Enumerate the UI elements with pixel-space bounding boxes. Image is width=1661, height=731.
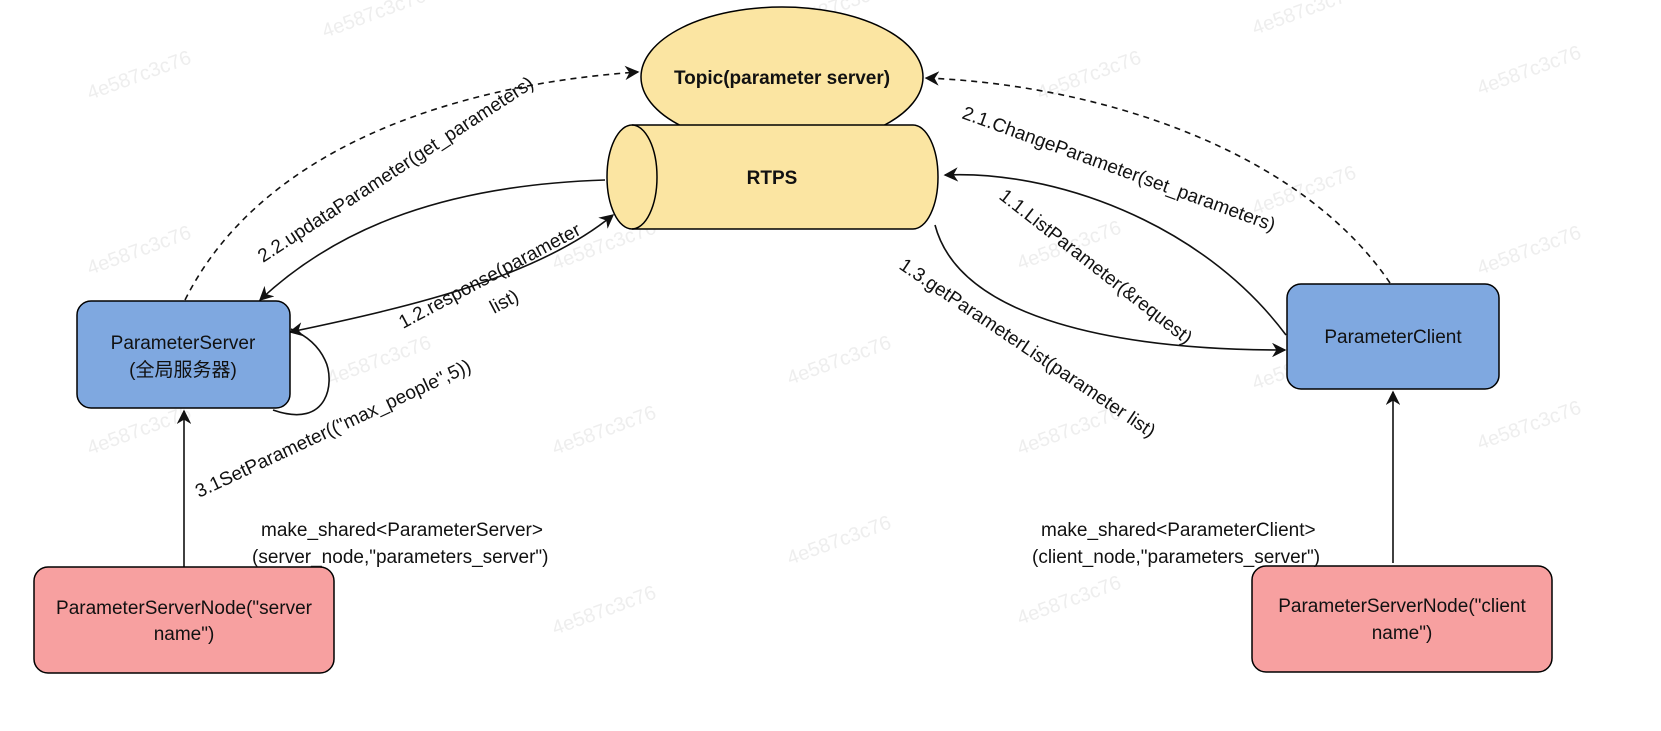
server-node[interactable]: ParameterServerNode("server name"): [33, 566, 335, 674]
edge-2-1-dashed[interactable]: [924, 71, 1391, 284]
watermark-text: 4e587c3c76: [1014, 572, 1124, 630]
topic-node[interactable]: Topic(parameter server): [640, 6, 924, 148]
watermark-text: 4e587c3c76: [84, 222, 194, 280]
edge-3-1-self-loop[interactable]: [272, 328, 330, 416]
label-make-client-line2: (client_node,"parameters_server"): [1032, 547, 1320, 568]
edge-1-1[interactable]: [943, 167, 1287, 336]
client-node-sublabel: name"): [1372, 623, 1433, 644]
edge-1-2[interactable]: [288, 214, 615, 337]
parameter-server-label: ParameterServer: [111, 333, 256, 354]
label-make-server-line2: (server_node,"parameters_server"): [252, 547, 549, 568]
connector-layer: [176, 65, 1401, 567]
watermark-text: 4e587c3c76: [1474, 222, 1584, 280]
watermark-text: 4e587c3c76: [1034, 47, 1144, 105]
parameter-client-label: ParameterClient: [1324, 327, 1462, 348]
label-make-client-line1: make_shared<ParameterClient>: [1041, 520, 1316, 541]
watermark-text: 4e587c3c76: [549, 582, 659, 640]
client-node[interactable]: ParameterServerNode("client name"): [1251, 565, 1553, 673]
watermark-text: 4e587c3c76: [549, 402, 659, 460]
watermark-text: 4e587c3c76: [784, 332, 894, 390]
rtps-label: RTPS: [747, 168, 798, 189]
client-node-label: ParameterServerNode("client: [1278, 596, 1526, 617]
edge-1-3[interactable]: [934, 224, 1287, 358]
server-node-sublabel: name"): [154, 624, 215, 645]
parameter-client-node[interactable]: ParameterClient: [1286, 283, 1500, 390]
label-1-2-line1: 1.2.response(parameter: [395, 219, 584, 333]
edge-2-2-dashed[interactable]: [184, 65, 640, 301]
parameter-server-node[interactable]: ParameterServer (全局服务器): [76, 300, 291, 409]
label-make-server-line1: make_shared<ParameterServer>: [261, 520, 543, 541]
topic-label: Topic(parameter server): [674, 68, 890, 89]
server-node-label: ParameterServerNode("server: [56, 598, 313, 619]
watermark-text: 4e587c3c76: [319, 0, 429, 43]
watermark-text: 4e587c3c76: [84, 47, 194, 105]
rtps-node[interactable]: RTPS: [606, 124, 939, 230]
parameter-server-sublabel: (全局服务器): [129, 359, 237, 381]
label-2-2: 2.2.updataParameter(get_parameters): [254, 73, 537, 267]
watermark-text: 4e587c3c76: [784, 512, 894, 570]
watermark-text: 4e587c3c76: [1249, 0, 1359, 40]
watermark-text: 4e587c3c76: [1474, 397, 1584, 455]
watermark-text: 4e587c3c76: [84, 402, 194, 460]
watermark-text: 4e587c3c76: [1474, 42, 1584, 100]
label-2-1: 2.1.ChangeParameter(set_parameters): [959, 103, 1278, 236]
label-1-2-line2: list): [486, 286, 522, 318]
